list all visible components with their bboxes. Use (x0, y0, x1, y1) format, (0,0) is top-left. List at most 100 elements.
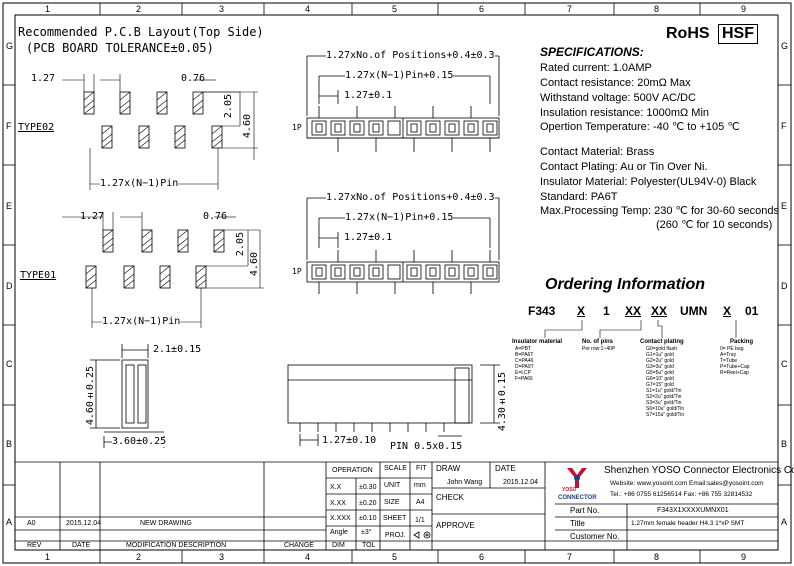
dim-label: 1.27±0.1 (344, 232, 393, 243)
row-label: G (6, 41, 14, 51)
tol-value: ±0.20 (359, 500, 377, 507)
spec-line: Withstand voltage: 500V AC/DC (540, 92, 696, 104)
legend-item: G7=15" gold (646, 382, 674, 388)
dim-label: 4.30±0.15 (497, 372, 508, 432)
code-part: XX (651, 304, 668, 318)
proj-label: PROJ. (385, 532, 406, 539)
tol-value: ±0.10 (359, 515, 377, 522)
legend-item: G6=10" gold (646, 376, 674, 382)
legend-item: S1=1u" gold/Tin (646, 388, 682, 394)
legend-item: G3=3u" gold (646, 364, 674, 370)
row-label: G (781, 41, 789, 51)
size-label: SIZE (384, 499, 400, 506)
sheet-label: SHEET (383, 515, 407, 522)
title-label: Title (570, 519, 585, 528)
legend-item: B=PA6T (515, 352, 534, 358)
draw-date: 2015.12.04 (503, 479, 539, 486)
row-label: F (6, 121, 12, 131)
row-label: B (6, 439, 13, 449)
legend-item: P=Tube+Cap (720, 364, 750, 370)
dim-label: 4.60 (242, 114, 253, 139)
spec-line: Contact Material: Brass (540, 146, 655, 158)
legend-item: G0=gold flash (646, 346, 677, 352)
spec-line: (260 ℃ for 10 seconds) (656, 219, 773, 231)
partno-value: F343X1XXXXUMNX01 (657, 507, 729, 514)
check-label: CHECK (436, 493, 465, 502)
spec-line: Contact Plating: Au or Tin Over Ni. (540, 161, 708, 173)
date-header: DATE (72, 542, 91, 549)
legend-item: A=PBT (515, 346, 531, 352)
rev-description: NEW DRAWING (140, 520, 192, 527)
col-label: 1 (45, 4, 51, 14)
col-label: 9 (741, 4, 747, 14)
dim-label: 1.27xNo.of Positions+0.4±0.3 (326, 192, 495, 203)
tol-header: TOL (362, 542, 376, 549)
legend-item: 0= PE bag (720, 346, 744, 352)
legend-item: F=PA66 (515, 376, 533, 382)
pcb-tolerance: (PCB BOARD TOLERANCE±0.05) (26, 41, 214, 55)
change-header: CHANGE (284, 542, 314, 549)
spec-line: Contact resistance: 20mΩ Max (540, 77, 691, 89)
code-part: 1 (603, 304, 610, 318)
dim-header: DIM (332, 542, 345, 549)
legend-title: Insulator material (512, 339, 563, 345)
dim-label: 2.05 (235, 232, 246, 257)
legend-item: S6=10u" gold/Tin (646, 406, 685, 412)
row-label: D (781, 281, 788, 291)
col-label: 2 (136, 4, 142, 14)
dim-label: 1.27x(N−1)Pin+0.15 (345, 70, 454, 81)
type02-label: TYPE02 (18, 122, 55, 133)
code-part: XX (625, 304, 642, 318)
col-label: 2 (136, 552, 142, 562)
legend-item: S2=2u" gold/Tin (646, 394, 682, 400)
unit-label: UNIT (384, 482, 401, 489)
dim-label: 0.76 (203, 211, 228, 222)
insulator-legend: Insulator material A=PBT B=PA6T C=PA46 D… (512, 339, 562, 382)
legend-item: R=Reel+Cap (720, 370, 749, 376)
partno-label: Part No. (570, 506, 600, 515)
dim-label: 1.27 (80, 211, 105, 222)
logo-text: YOSO (562, 487, 577, 493)
col-label: 3 (219, 552, 225, 562)
draw-label: DRAW (436, 464, 461, 473)
draw-name: John Wang (447, 479, 483, 486)
dim-label: 3.60±0.25 (112, 436, 167, 447)
spec-line: Standard: PA6T (540, 191, 618, 203)
row-label: C (6, 359, 13, 369)
size-value: A4 (416, 499, 425, 506)
rev-header: REV (27, 542, 42, 549)
legend-title: Packing (730, 339, 754, 345)
operation-label: OPERATION (332, 467, 373, 474)
company-website: Website: www.yosoint.com Email:sales@yos… (610, 480, 764, 487)
row-label: B (781, 439, 788, 449)
dim-label: 1.27 (31, 73, 56, 84)
legend-title: No. of pins (582, 339, 613, 345)
legend-item: E=LCP (515, 370, 531, 376)
row-label: D (6, 281, 13, 291)
dim-label: PIN 0.5x0.15 (390, 441, 463, 452)
dim-label: 1.27x(N−1)Pin (100, 178, 179, 189)
row-label: F (781, 121, 787, 131)
col-label: 7 (567, 552, 573, 562)
company-logo: YOSO CONNECTOR (558, 466, 597, 502)
tol-key: Angle (330, 529, 348, 536)
legend-item: A=Tray (720, 352, 737, 358)
row-label: A (781, 517, 788, 527)
company-name: Shenzhen YOSO Connector Electronics Co.,… (604, 465, 794, 476)
dim-label: 1.27±0.1 (344, 90, 393, 101)
col-label: 9 (741, 552, 747, 562)
sheet-value: 1/1 (415, 517, 425, 524)
pcb-title: Recommended P.C.B Layout(Top Side) (18, 25, 264, 39)
col-label: 4 (305, 552, 311, 562)
tol-value: ±3° (361, 529, 372, 536)
date-label: DATE (495, 464, 516, 473)
spec-line: Insulator Material: Polyester(UL94V-0) B… (540, 176, 757, 188)
col-label: 7 (567, 4, 573, 14)
packing-legend: Packing 0= PE bag A=Tray T=Tube P=Tube+C… (720, 339, 753, 376)
dim-label: 2.1±0.15 (153, 344, 202, 355)
title-value: 1.27mm female header H4.3 1*xP SMT (631, 520, 745, 527)
legend-item: T=Tube (720, 358, 738, 364)
col-label: 1 (45, 552, 51, 562)
dim-label: 4.60±0.25 (85, 366, 96, 426)
